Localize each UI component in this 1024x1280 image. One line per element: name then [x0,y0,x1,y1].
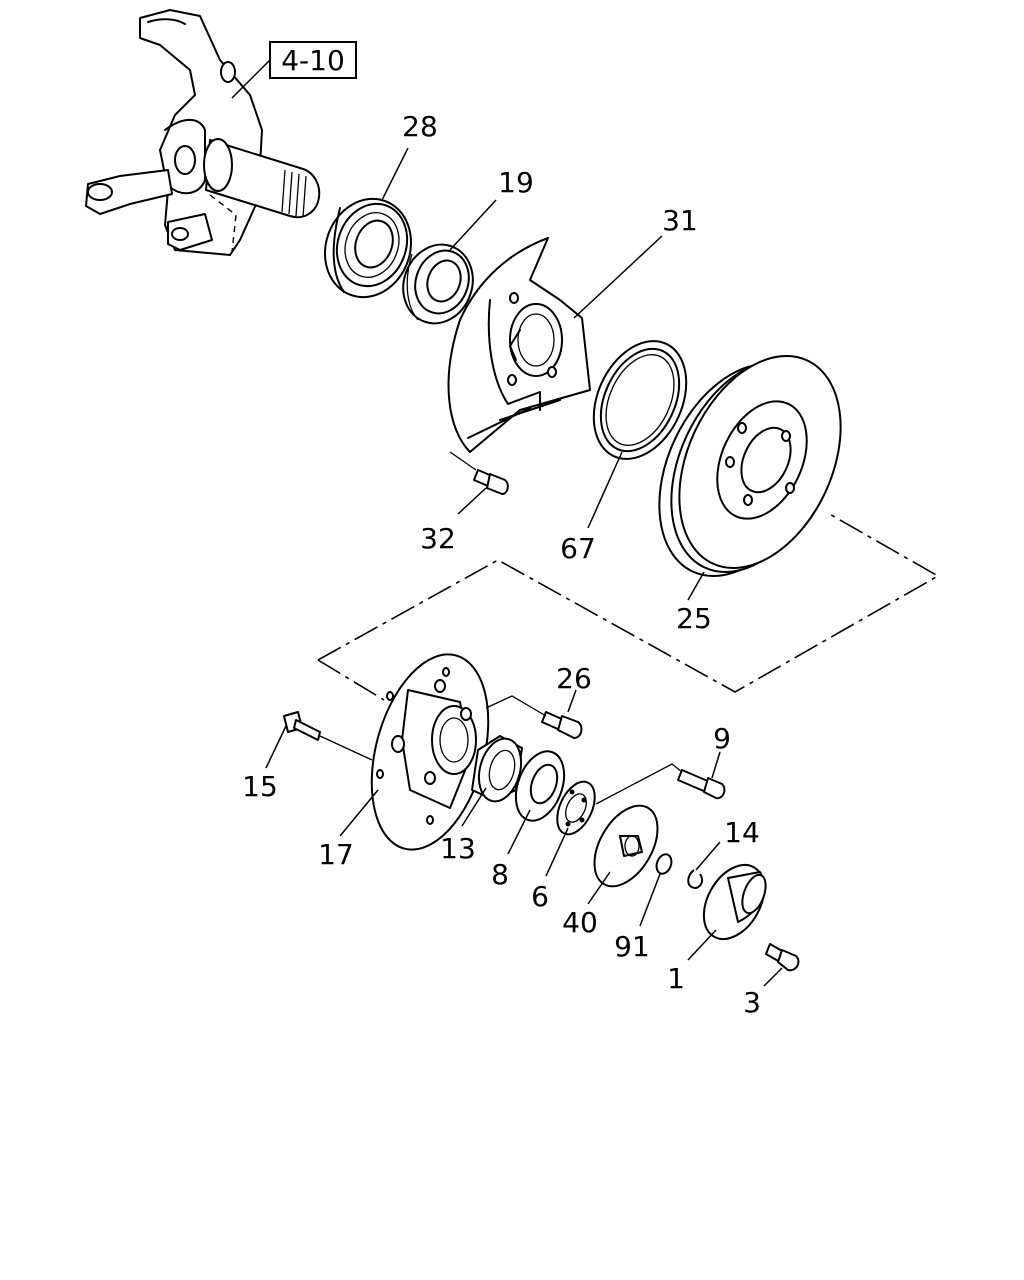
bolt-32 [449,451,509,495]
callout-3: 3 [743,986,761,1019]
steering-knuckle [85,9,321,256]
callout-14: 14 [724,816,760,849]
seal-8 [514,750,566,822]
callout-91: 91 [614,930,650,963]
bearing-13 [471,735,523,803]
lock-washer-6 [556,780,596,836]
hub-bolt-15 [283,711,373,761]
bolt-3 [765,943,800,972]
assembly-centerline-lower [317,659,385,701]
reference-box: 4-10 [231,41,357,99]
callout-31: 31 [662,204,698,237]
dust-shield-31 [447,237,591,453]
hub-cap-1 [702,864,767,940]
callout-67: 67 [560,532,596,565]
snap-ring-14 [687,869,704,889]
reference-box-label: 4-10 [281,44,345,77]
callout-8: 8 [491,858,509,891]
callout-32: 32 [420,522,456,555]
bolt-26 [485,695,583,739]
callout-28: 28 [402,110,438,143]
callout-15: 15 [242,770,278,803]
callout-1: 1 [667,962,685,995]
leader-lines [265,147,783,987]
callout-17: 17 [318,838,354,871]
callout-labels: 28 19 31 32 67 25 26 9 15 17 13 8 6 14 4… [242,110,761,1019]
bearing-28 [323,197,413,299]
wheel-hub-17 [370,653,490,851]
bolt-9 [595,763,726,805]
bearing-19 [402,243,474,325]
callout-6: 6 [531,880,549,913]
assembly-centerline [317,511,940,693]
callout-13: 13 [440,832,476,865]
drive-flange-40 [593,804,659,888]
shim-91 [655,853,673,875]
oil-seal-67 [592,340,688,460]
callout-40: 40 [562,906,598,939]
callout-9: 9 [713,722,731,755]
callout-19: 19 [498,166,534,199]
callout-25: 25 [676,602,712,635]
callout-26: 26 [556,662,592,695]
brake-disc-25 [658,355,842,577]
